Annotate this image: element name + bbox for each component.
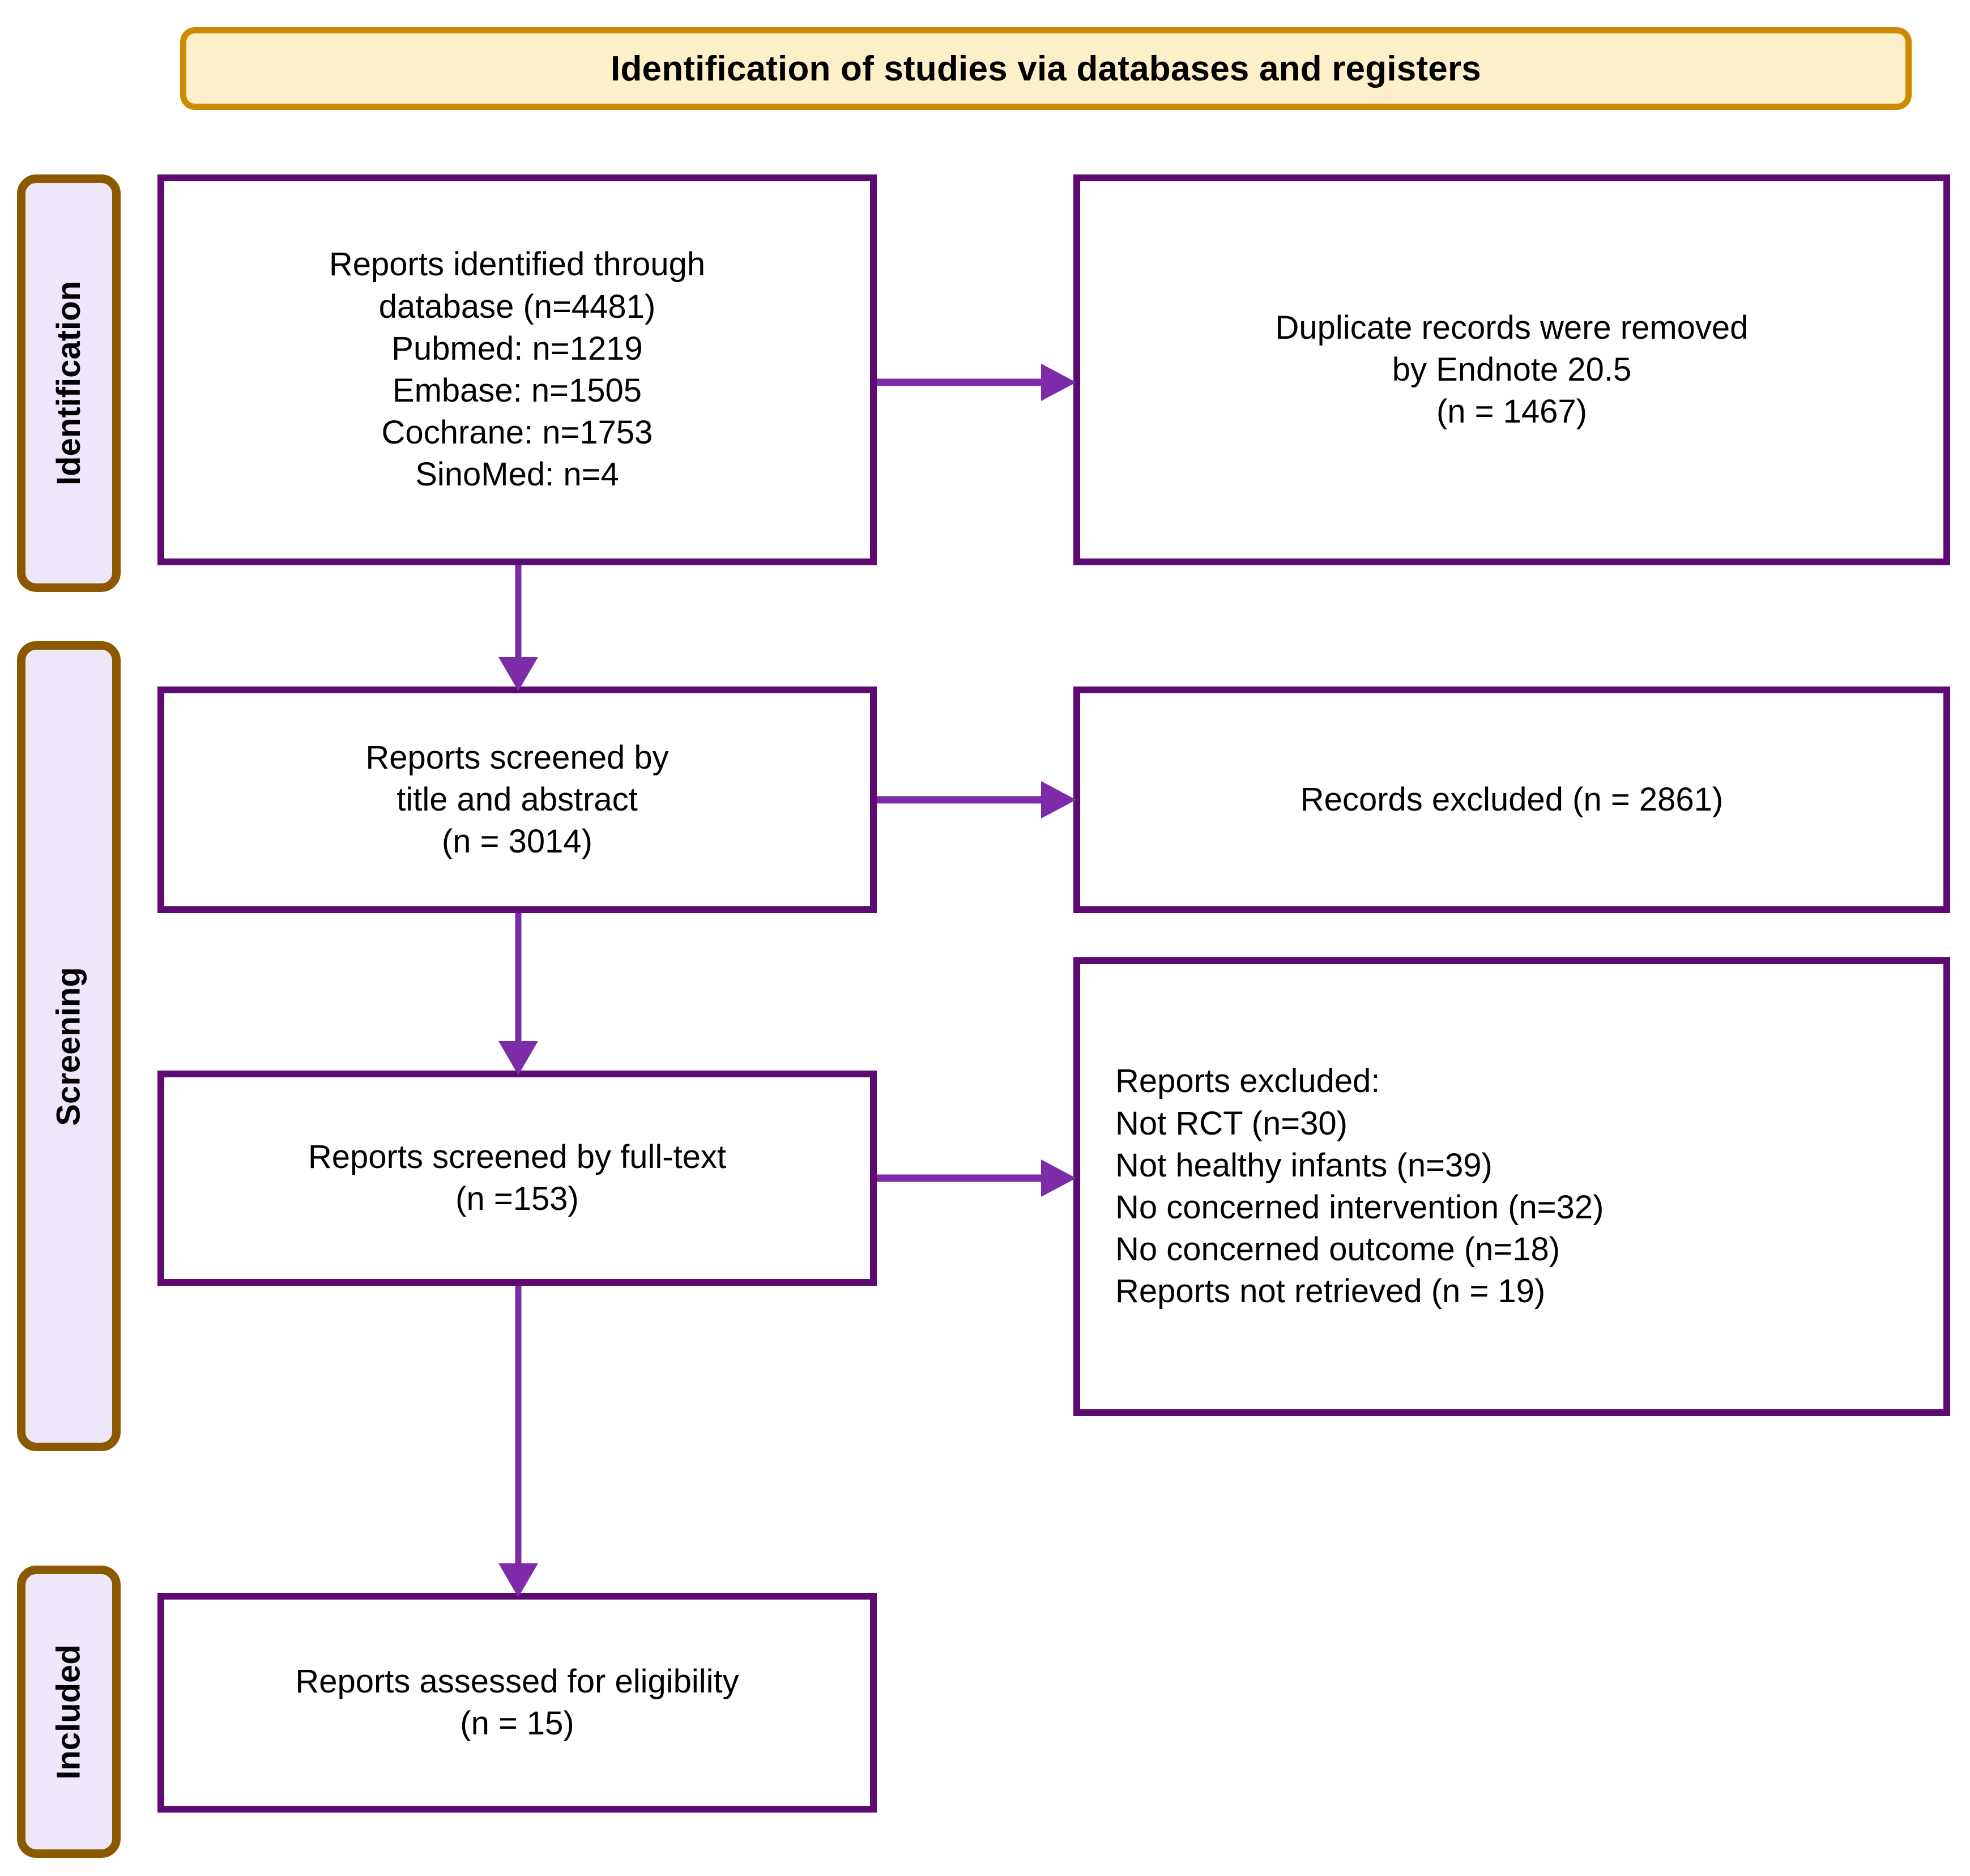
box-reports-screened-full-text: Reports screened by full-text (n =153) [157, 1071, 877, 1286]
box-duplicate-records-removed: Duplicate records were removed by Endnot… [1073, 174, 1950, 565]
stage-label-identification-text: Identification [50, 281, 88, 485]
arrow-screened-to-records-excluded [877, 769, 1081, 831]
diagram-title-banner: Identification of studies via databases … [180, 27, 1912, 110]
arrow-fulltext-to-reports-excluded [877, 1147, 1081, 1209]
box-reports-identified-text: Reports identified through database (n=4… [329, 246, 706, 493]
arrow-identified-to-screened [487, 565, 549, 693]
box-reports-screened-title-abstract: Reports screened by title and abstract (… [157, 687, 877, 913]
stage-label-identification: Identification [17, 174, 121, 592]
box-reports-identified: Reports identified through database (n=4… [157, 174, 877, 565]
arrow-identified-to-duplicates [877, 351, 1081, 413]
box-records-excluded: Records excluded (n = 2861) [1073, 687, 1950, 913]
arrow-screened-to-fulltext [487, 913, 549, 1077]
box-reports-excluded-text: Reports excluded: Not RCT (n=30) Not hea… [1115, 1063, 1604, 1310]
box-duplicate-records-removed-text: Duplicate records were removed by Endnot… [1275, 309, 1749, 430]
box-reports-screened-title-abstract-text: Reports screened by title and abstract (… [365, 739, 669, 860]
box-reports-assessed-for-eligibility: Reports assessed for eligibility (n = 15… [157, 1593, 877, 1813]
box-reports-excluded: Reports excluded: Not RCT (n=30) Not hea… [1073, 957, 1950, 1416]
stage-label-included-text: Included [50, 1644, 87, 1780]
stage-label-screening-text: Screening [50, 966, 87, 1126]
stage-label-included: Included [17, 1566, 121, 1858]
arrow-fulltext-to-eligibility [487, 1286, 549, 1600]
box-records-excluded-text: Records excluded (n = 2861) [1300, 781, 1724, 818]
stage-label-screening: Screening [17, 641, 121, 1451]
box-reports-screened-full-text-text: Reports screened by full-text (n =153) [308, 1138, 727, 1217]
diagram-title-text: Identification of studies via databases … [611, 49, 1481, 88]
box-reports-assessed-for-eligibility-text: Reports assessed for eligibility (n = 15… [295, 1662, 739, 1742]
